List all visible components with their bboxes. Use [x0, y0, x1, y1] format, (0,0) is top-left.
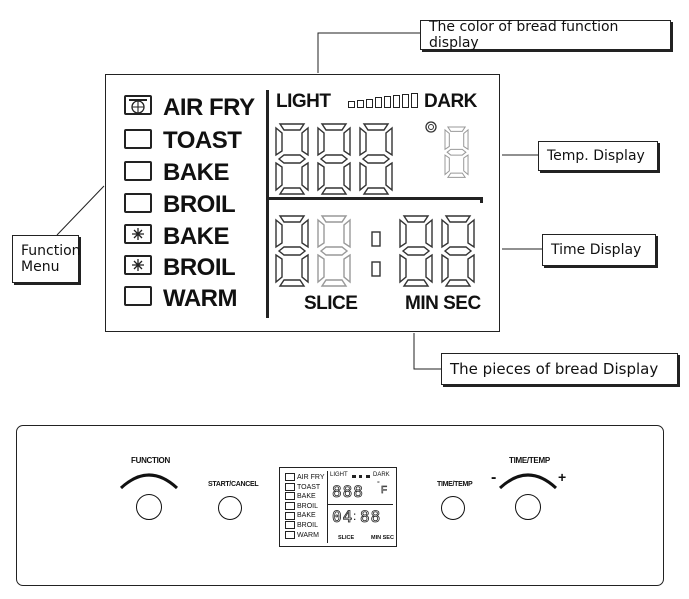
mini-time-colon: :	[353, 509, 357, 523]
mini-min-sec-label: MIN SEC	[371, 535, 394, 541]
degree-symbol	[425, 121, 437, 133]
mini-function-toast: TOAST	[297, 483, 321, 491]
mini-light-label: LIGHT	[330, 472, 348, 478]
start-cancel-label: START/CANCEL	[208, 481, 259, 488]
time-temp-knob-arc	[498, 473, 558, 490]
mini-function-convection-broil: BROIL	[297, 521, 319, 529]
convection-bake-indicator	[124, 224, 152, 244]
mini-degree-symbol: °	[377, 481, 380, 488]
mini-slice-label: SLICE	[338, 535, 355, 541]
time-temp-knob-label: TIME/TEMP	[509, 456, 550, 465]
function-knob-label: FUNCTION	[131, 456, 170, 465]
mini-temp-digits: 888	[332, 482, 364, 502]
function-label-warm: WARM	[163, 285, 237, 312]
lcd-vertical-divider	[266, 90, 269, 318]
callout-function-menu: Function Menu	[12, 235, 81, 283]
callout-pieces-display: The pieces of bread Display	[441, 353, 678, 385]
time-temp-knob[interactable]	[515, 494, 541, 520]
shade-level-bars	[348, 93, 420, 108]
air-fry-indicator	[124, 95, 152, 115]
mini-function-bake: BAKE	[297, 493, 316, 501]
mini-shade-bars	[352, 473, 370, 478]
dark-label: DARK	[424, 91, 477, 112]
mini-box-icon	[285, 501, 295, 510]
mini-box-icon	[285, 492, 295, 501]
function-knob-arc	[119, 473, 179, 490]
bake-indicator	[124, 161, 152, 181]
mini-convection-icon	[285, 521, 295, 530]
convection-fan-icon	[132, 228, 144, 240]
callout-time-display: Time Display	[542, 234, 656, 266]
function-label-air-fry: AIR FRY	[163, 94, 255, 121]
minus-sign: -	[491, 469, 497, 486]
mini-function-convection-bake: BAKE	[297, 512, 316, 520]
callout-color-display: The color of bread function display	[420, 19, 671, 51]
min-sec-label: MIN SEC	[405, 293, 481, 314]
mini-time-digits-left: 04	[332, 507, 354, 527]
callout-temp-display: Temp. Display	[538, 141, 658, 171]
mini-convection-icon	[285, 511, 295, 520]
lcd-digit-area	[268, 121, 483, 287]
callout-function-menu-line1: Function	[21, 243, 81, 259]
convection-broil-indicator	[124, 255, 152, 275]
lcd-horizontal-divider	[268, 197, 482, 200]
function-label-convection-broil: BROIL	[163, 254, 236, 281]
function-label-broil: BROIL	[163, 191, 236, 218]
mini-temp-unit: F	[381, 485, 388, 497]
time-temp-button[interactable]	[441, 496, 465, 520]
mini-lcd-function-list: AIR FRY TOAST BAKE BROIL BAKE BROIL WARM	[285, 473, 325, 540]
function-label-bake: BAKE	[163, 159, 230, 186]
time-colon-top	[371, 231, 381, 247]
mini-lcd: AIR FRY TOAST BAKE BROIL BAKE BROIL WARM…	[279, 467, 397, 547]
mini-function-air-fry: AIR FRY	[297, 474, 325, 481]
light-label: LIGHT	[276, 91, 331, 112]
time-temp-button-label: TIME/TEMP	[437, 481, 473, 488]
toast-indicator	[124, 129, 152, 149]
mini-fan-icon	[285, 473, 295, 482]
plus-sign: +	[558, 469, 567, 485]
mini-time-digits-right: 88	[360, 507, 382, 527]
control-panel	[16, 425, 664, 586]
mini-lcd-horizontal-divider	[328, 504, 393, 505]
convection-fan-icon	[132, 259, 144, 271]
fan-icon	[131, 100, 145, 114]
start-cancel-button[interactable]	[218, 496, 242, 520]
mini-dark-label: DARK	[373, 472, 390, 478]
time-colon-bottom	[371, 261, 381, 277]
function-knob[interactable]	[136, 494, 162, 520]
lcd-display-diagram	[105, 74, 500, 332]
mini-box-icon	[285, 530, 295, 539]
callout-function-menu-line2: Menu	[21, 259, 60, 275]
function-label-convection-bake: BAKE	[163, 223, 230, 250]
mini-lcd-divider	[327, 471, 328, 543]
broil-indicator	[124, 193, 152, 213]
function-label-toast: TOAST	[163, 127, 242, 154]
warm-indicator	[124, 286, 152, 306]
mini-function-broil: BROIL	[297, 502, 319, 510]
slice-label: SLICE	[304, 293, 358, 314]
mini-function-warm: WARM	[297, 531, 319, 539]
mini-box-icon	[285, 482, 295, 491]
